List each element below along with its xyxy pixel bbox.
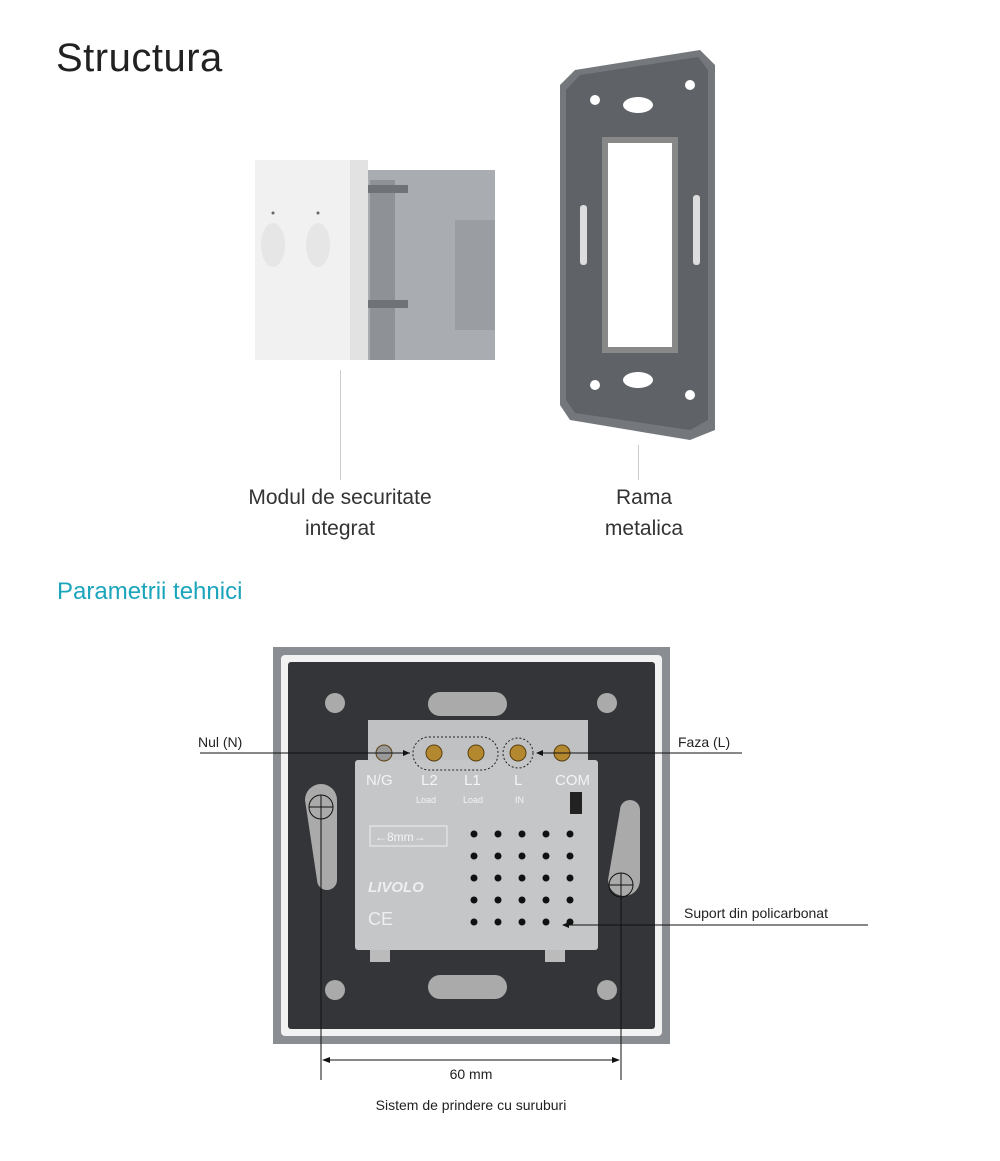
terminal-label: L bbox=[514, 772, 522, 789]
vent-hole bbox=[470, 918, 478, 926]
strip-gauge: ←8mm→ bbox=[375, 830, 426, 844]
vent-hole bbox=[518, 874, 526, 882]
frame-leader-line bbox=[638, 445, 639, 480]
terminal-sub-label: Load bbox=[463, 795, 483, 805]
vent-hole bbox=[494, 830, 502, 838]
terminal-sub-label: IN bbox=[515, 795, 524, 805]
vent-hole bbox=[542, 852, 550, 860]
vent-hole bbox=[566, 852, 574, 860]
section-title: Parametrii tehnici bbox=[57, 578, 243, 605]
metal-frame-image bbox=[560, 50, 715, 440]
vent-hole bbox=[542, 896, 550, 904]
frame-caption: Rama metalica bbox=[544, 482, 744, 544]
dimension-label: 60 mm bbox=[450, 1066, 493, 1082]
vent-hole bbox=[470, 852, 478, 860]
vent-hole bbox=[494, 918, 502, 926]
vent-hole bbox=[542, 830, 550, 838]
frame-caption-line: Rama bbox=[615, 486, 673, 509]
vent-hole bbox=[470, 830, 478, 838]
module-caption: Modul de securitate integrat bbox=[190, 482, 490, 544]
vent-hole bbox=[518, 830, 526, 838]
frame-caption-line: metalica bbox=[604, 517, 684, 540]
phase-terminal-highlight bbox=[502, 737, 534, 769]
mount-caption: Sistem de prindere cu suruburi bbox=[376, 1097, 567, 1113]
neutral-callout: Nul (N) bbox=[198, 734, 242, 750]
terminal-sub-label: Load bbox=[416, 795, 436, 805]
brand-logo: LIVOLO bbox=[368, 879, 424, 896]
switch-module-image bbox=[255, 160, 495, 360]
module-caption-line: integrat bbox=[304, 517, 376, 540]
vent-hole bbox=[494, 852, 502, 860]
vent-hole bbox=[518, 918, 526, 926]
vent-hole bbox=[542, 874, 550, 882]
terminal-label: N/G bbox=[366, 772, 393, 789]
vent-hole bbox=[518, 852, 526, 860]
vent-hole bbox=[518, 896, 526, 904]
module-leader-line bbox=[340, 370, 341, 480]
support-callout: Suport din policarbonat bbox=[684, 905, 828, 921]
vent-hole bbox=[566, 830, 574, 838]
vent-hole bbox=[494, 896, 502, 904]
terminal-label: L2 bbox=[421, 772, 438, 789]
page-title: Structura bbox=[56, 36, 223, 80]
vent-hole bbox=[470, 896, 478, 904]
vent-hole bbox=[566, 896, 574, 904]
terminal-label: COM bbox=[555, 772, 590, 789]
vent-hole bbox=[470, 874, 478, 882]
vent-hole bbox=[542, 918, 550, 926]
vent-hole bbox=[566, 874, 574, 882]
vent-hole bbox=[494, 874, 502, 882]
terminal-label: L1 bbox=[464, 772, 481, 789]
phase-callout: Faza (L) bbox=[678, 734, 730, 750]
module-caption-line: Modul de securitate bbox=[248, 486, 432, 509]
ce-mark: CE bbox=[368, 909, 393, 929]
